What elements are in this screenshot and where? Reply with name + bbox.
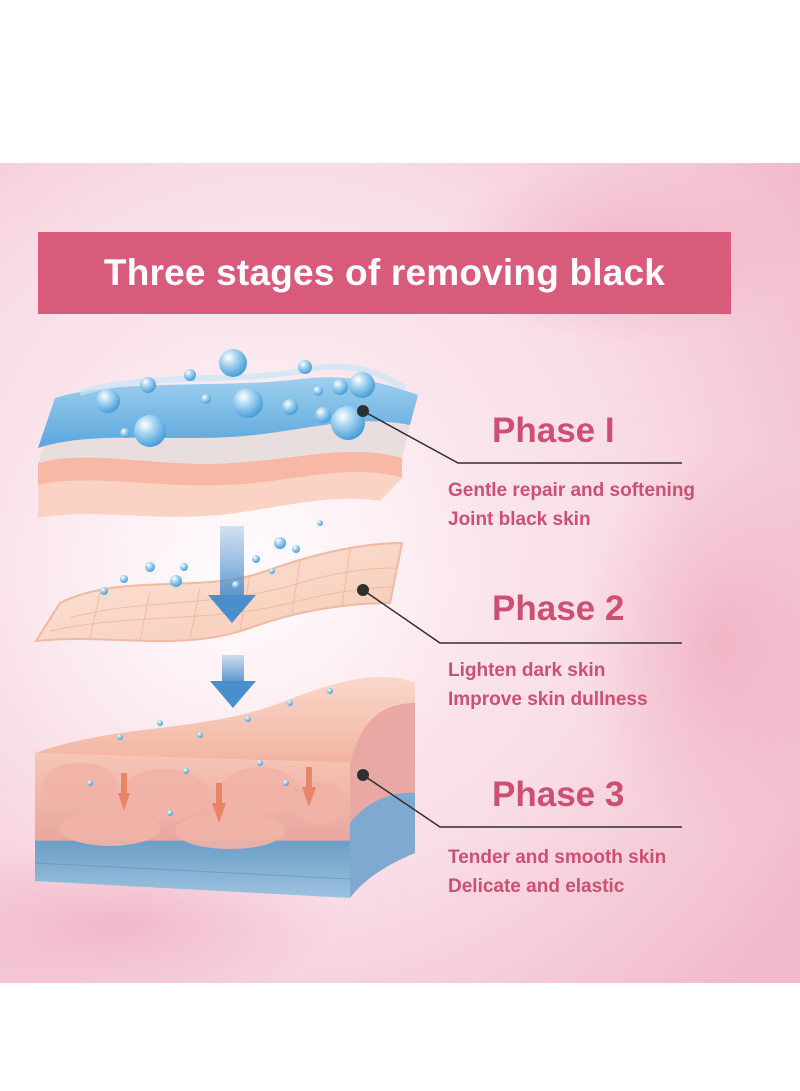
phase-2-title: Phase 2	[492, 589, 625, 628]
phase-2-line-1: Lighten dark skin	[448, 660, 606, 681]
skin-mesh-layer	[34, 541, 404, 643]
phase-1-title: Phase I	[492, 411, 615, 450]
page-title: Three stages of removing black	[103, 252, 666, 293]
infographic-panel: Three stages of removing black	[0, 163, 800, 983]
phase-1-line-1: Gentle repair and softening	[448, 480, 696, 501]
phase-3-line-1: Tender and smooth skin	[448, 847, 667, 868]
phase-2-line-2: Improve skin dullness	[448, 689, 648, 710]
down-arrow-icon	[208, 526, 256, 708]
skin-layers-illustration	[34, 349, 682, 898]
pointer-dot-icon	[357, 405, 682, 828]
skin-cross-section	[34, 676, 415, 898]
phase-3-title: Phase 3	[492, 775, 625, 814]
blue-gel-layer	[38, 363, 418, 518]
phase-3-line-2: Delicate and elastic	[448, 876, 625, 897]
title-banner: Three stages of removing black	[38, 232, 731, 314]
bubble-icon	[87, 349, 375, 816]
phase-1-line-2: Joint black skin	[448, 509, 591, 530]
